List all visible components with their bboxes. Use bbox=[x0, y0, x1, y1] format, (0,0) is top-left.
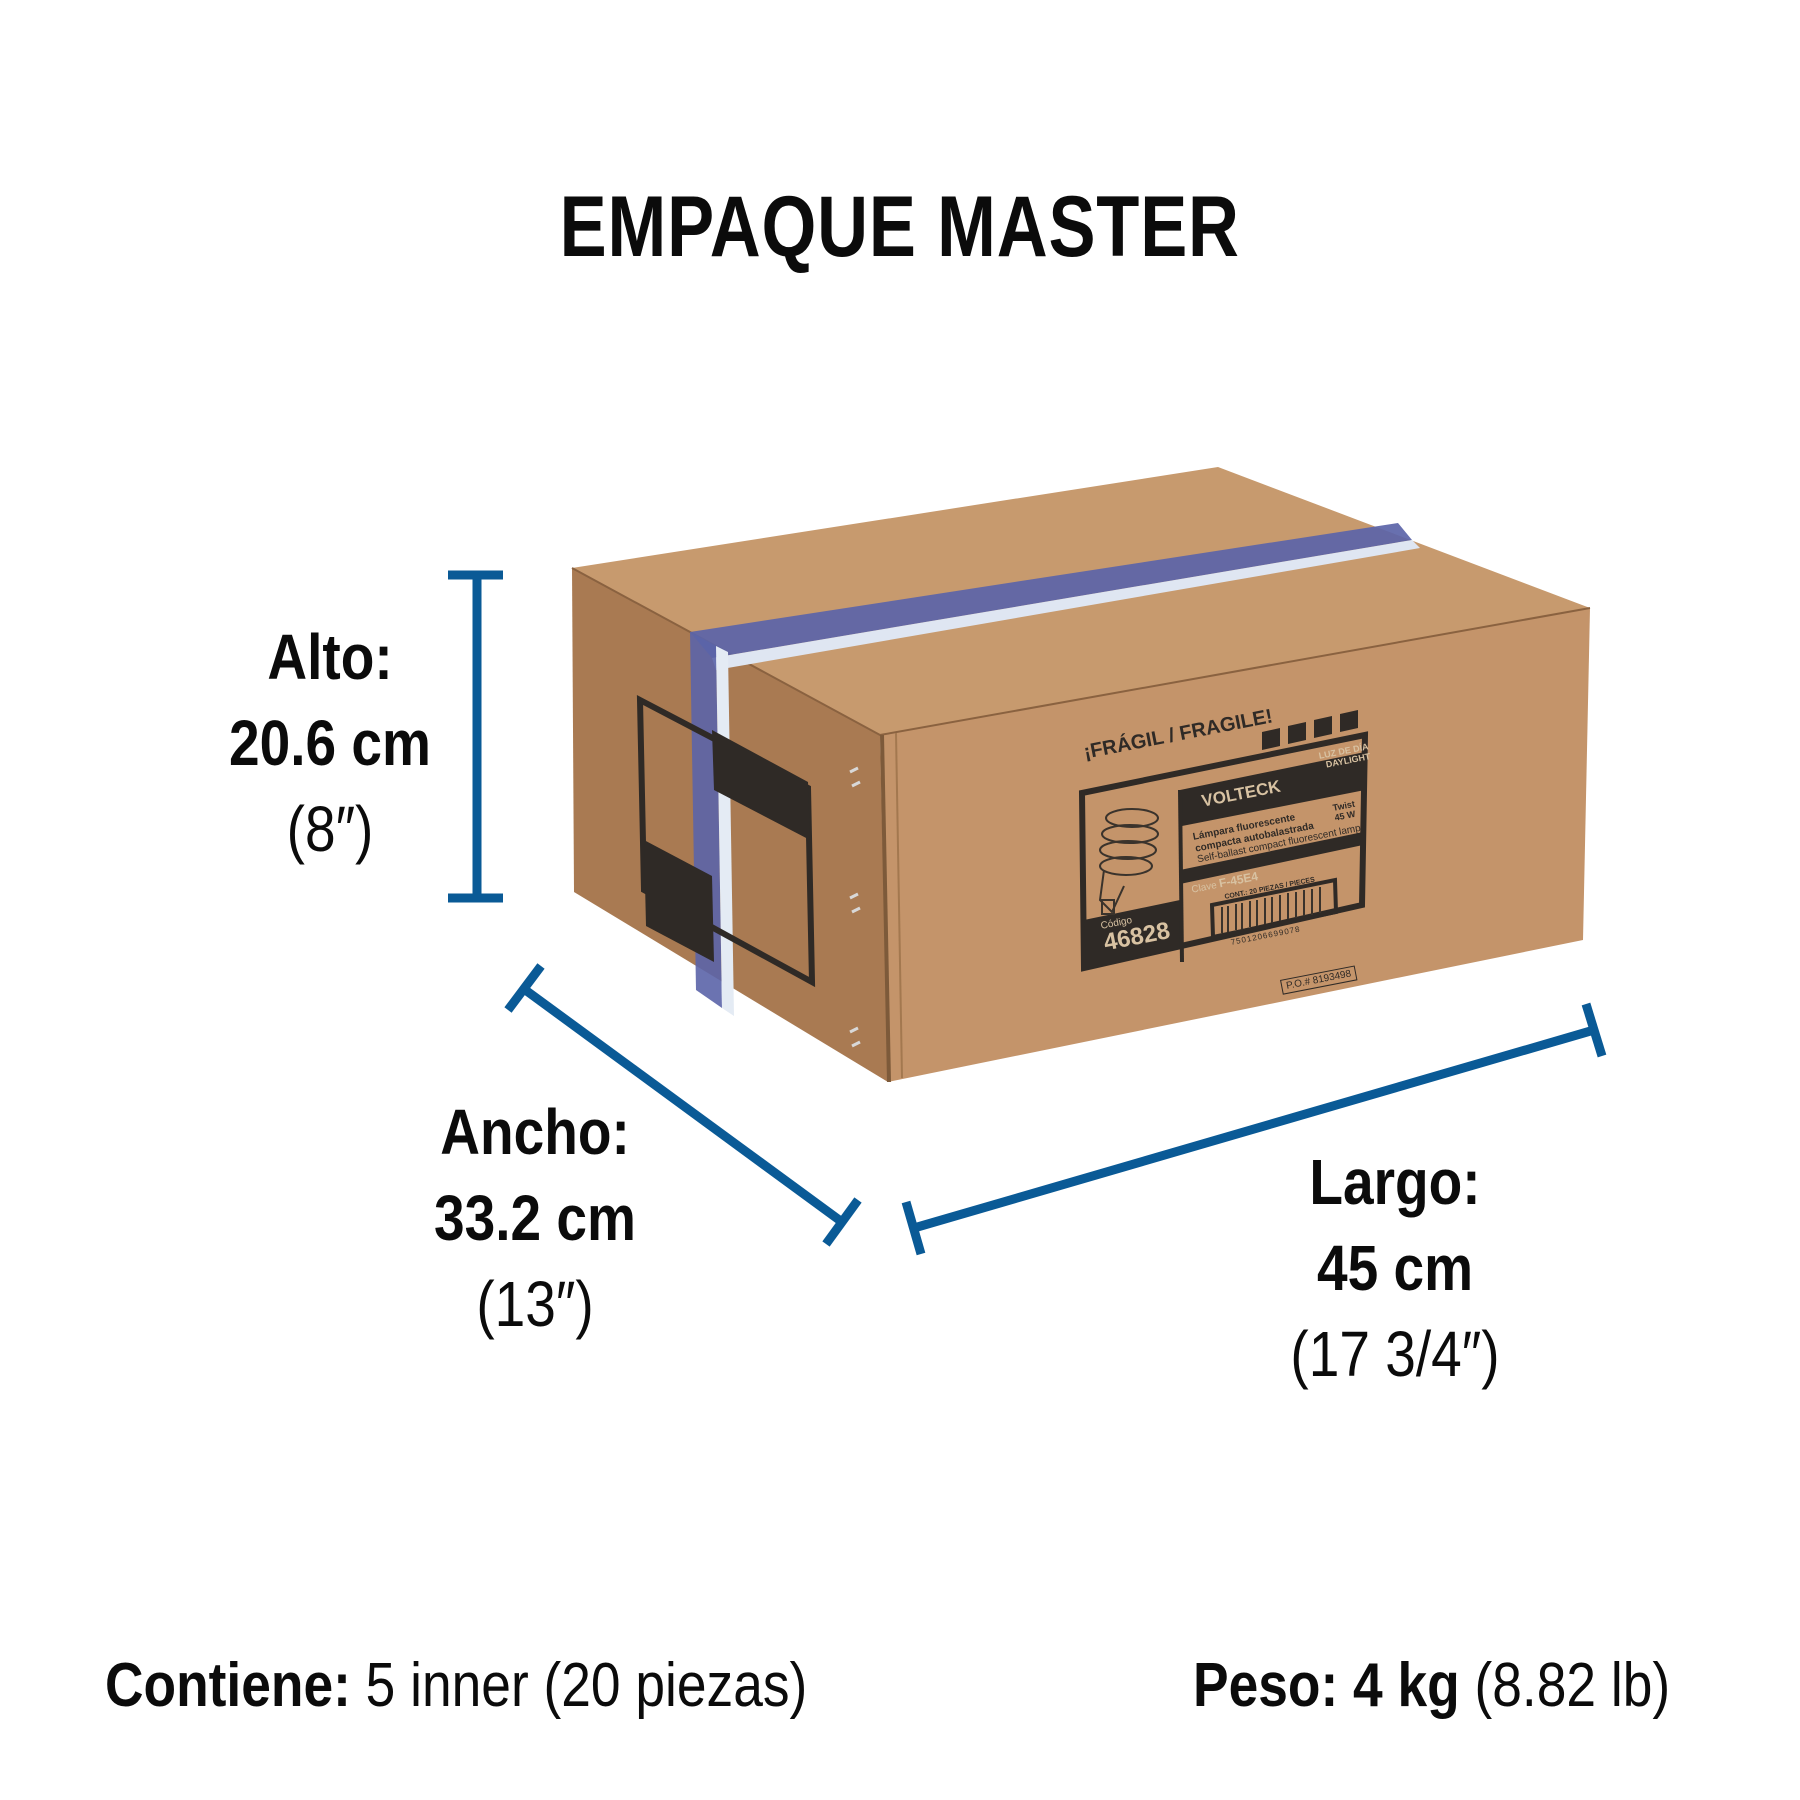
box-front-face bbox=[880, 608, 1590, 1082]
alto-imperial: (8″) bbox=[286, 793, 374, 865]
weight-value: (8.82 lb) bbox=[1459, 1651, 1671, 1720]
ancho-label: Ancho: bbox=[440, 1096, 630, 1168]
packing-tape bbox=[690, 523, 1412, 658]
largo-dimension-line bbox=[912, 1025, 1596, 1233]
ancho-imperial: (13″) bbox=[476, 1268, 594, 1340]
largo-metric: 45 cm bbox=[1316, 1232, 1474, 1304]
largo-dimension: Largo: 45 cm (17 3/4″) bbox=[1250, 1150, 1540, 1386]
staples bbox=[849, 766, 861, 1048]
label-panel bbox=[1078, 731, 1369, 972]
contents-info: Contiene: 5 inner (20 piezas) bbox=[105, 1650, 922, 1721]
cardboard-box bbox=[571, 467, 1591, 1083]
page-title: EMPAQUE MASTER bbox=[559, 179, 1241, 275]
ancho-metric: 33.2 cm bbox=[434, 1182, 636, 1254]
ancho-dimension: Ancho: 33.2 cm (13″) bbox=[400, 1100, 670, 1336]
alto-label: Alto: bbox=[267, 621, 393, 693]
weight-info: Peso: 4 kg (8.82 lb) bbox=[1193, 1650, 1748, 1721]
weight-label: Peso: 4 kg bbox=[1193, 1651, 1460, 1720]
ancho-dimension-line bbox=[521, 985, 845, 1226]
alto-dimension: Alto: 20.6 cm (8″) bbox=[200, 625, 460, 861]
contents-label: Contiene: bbox=[105, 1651, 351, 1720]
largo-label: Largo: bbox=[1309, 1146, 1481, 1218]
dimension-lines bbox=[448, 570, 1607, 1256]
largo-imperial: (17 3/4″) bbox=[1290, 1318, 1500, 1390]
contents-value: 5 inner (20 piezas) bbox=[350, 1651, 808, 1720]
alto-metric: 20.6 cm bbox=[229, 707, 431, 779]
bulb-illustration bbox=[1098, 808, 1159, 915]
